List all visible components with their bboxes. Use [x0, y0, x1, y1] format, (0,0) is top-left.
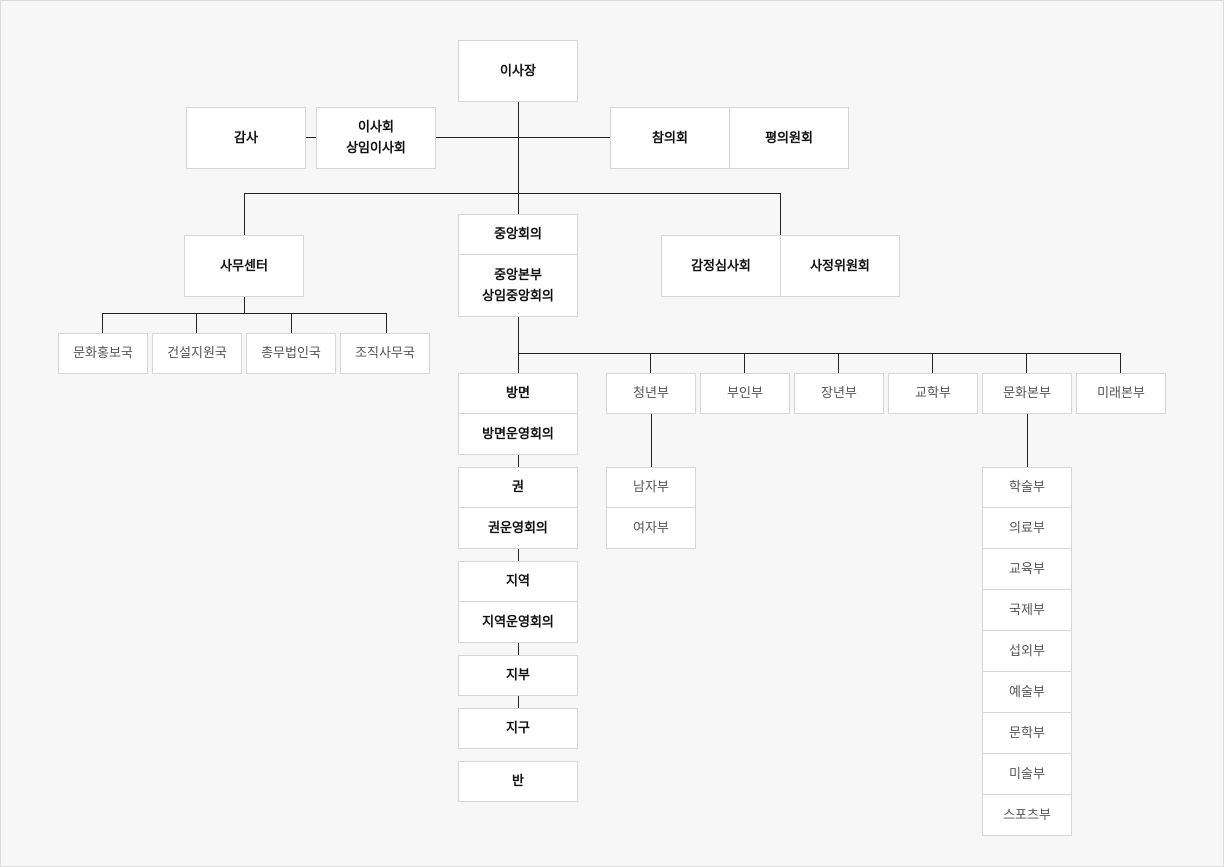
- office-dept-box: 총무법인국: [246, 333, 336, 374]
- assembly-box: 평의원회: [729, 107, 849, 169]
- culture-sub-box: 스포츠부: [982, 794, 1072, 836]
- connector: [651, 413, 652, 467]
- youth-sub-box: 남자부: [606, 467, 696, 508]
- district-meeting-box: 방면운영회의: [458, 413, 578, 455]
- connector: [780, 193, 781, 235]
- connector: [1120, 353, 1121, 373]
- connector: [518, 454, 519, 467]
- connector: [838, 353, 839, 373]
- chairman-box: 이사장: [458, 40, 578, 102]
- connector: [435, 137, 610, 138]
- office-dept-box: 조직사무국: [340, 333, 430, 374]
- culture-sub-box: 국제부: [982, 589, 1072, 631]
- zone-box: 지구: [458, 708, 578, 749]
- connector: [244, 193, 245, 235]
- culture-sub-box: 문학부: [982, 712, 1072, 754]
- connector: [932, 353, 933, 373]
- youth-sub-box: 여자부: [606, 507, 696, 549]
- connector: [305, 137, 316, 138]
- central-hq-box: 중앙본부 상임중앙회의: [458, 254, 578, 317]
- unit-box: 반: [458, 761, 578, 802]
- area-box: 지역: [458, 561, 578, 602]
- connector: [518, 642, 519, 655]
- audit-box: 감사: [186, 107, 306, 169]
- connector: [744, 353, 745, 373]
- connector: [518, 695, 519, 708]
- connector: [518, 316, 519, 373]
- district-box: 방면: [458, 373, 578, 414]
- connector: [1026, 353, 1027, 373]
- division-box: 청년부: [606, 373, 696, 414]
- region-box: 권: [458, 467, 578, 508]
- connector: [244, 193, 781, 194]
- division-box: 교학부: [888, 373, 978, 414]
- culture-sub-box: 예술부: [982, 671, 1072, 713]
- area-meeting-box: 지역운영회의: [458, 601, 578, 643]
- connector: [518, 353, 1121, 354]
- investigation-box: 사정위원회: [780, 235, 900, 297]
- connector: [244, 296, 245, 313]
- central-meeting-box: 중앙회의: [458, 214, 578, 255]
- connector: [102, 313, 103, 333]
- connector: [650, 353, 651, 373]
- culture-sub-box: 학술부: [982, 467, 1072, 508]
- office-dept-box: 문화홍보국: [58, 333, 148, 374]
- division-box: 장년부: [794, 373, 884, 414]
- culture-sub-box: 섭외부: [982, 630, 1072, 672]
- connector: [196, 313, 197, 333]
- division-box: 부인부: [700, 373, 790, 414]
- connector: [518, 548, 519, 561]
- connector: [291, 313, 292, 333]
- culture-sub-box: 미술부: [982, 753, 1072, 795]
- connector: [1027, 413, 1028, 467]
- culture-sub-box: 의료부: [982, 507, 1072, 549]
- chapter-box: 지부: [458, 655, 578, 696]
- office-dept-box: 건설지원국: [152, 333, 242, 374]
- inspection-box: 감정심사회: [661, 235, 781, 297]
- connector: [386, 313, 387, 333]
- culture-sub-box: 교육부: [982, 548, 1072, 590]
- connector: [518, 101, 519, 214]
- division-box: 문화본부: [982, 373, 1072, 414]
- region-meeting-box: 권운영회의: [458, 507, 578, 549]
- council-box: 참의회: [610, 107, 730, 169]
- office-center-box: 사무센터: [184, 235, 304, 297]
- connector: [102, 313, 387, 314]
- board-box: 이사회 상임이사회: [316, 107, 436, 169]
- division-box: 미래본부: [1076, 373, 1166, 414]
